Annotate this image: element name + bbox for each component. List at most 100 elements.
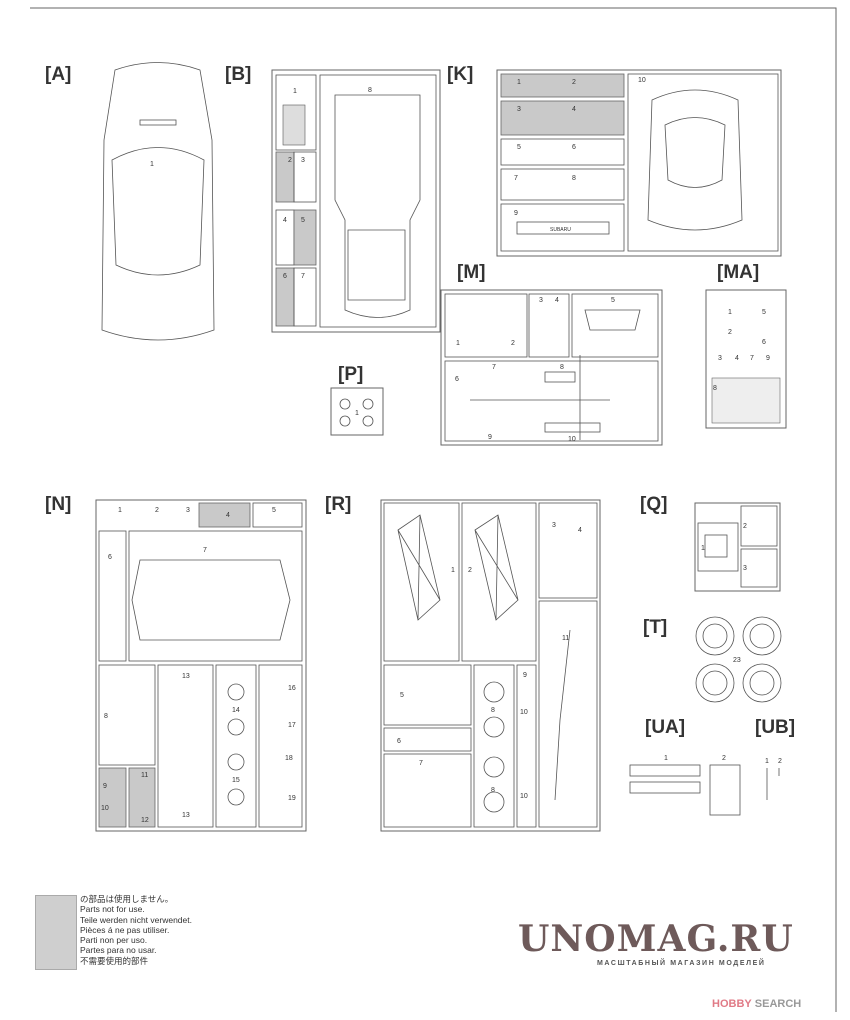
legend-line: Pièces á ne pas utiliser. bbox=[80, 924, 170, 935]
svg-text:7: 7 bbox=[203, 547, 207, 554]
svg-text:11: 11 bbox=[562, 635, 569, 642]
svg-text:18: 18 bbox=[285, 755, 293, 762]
svg-text:2: 2 bbox=[722, 755, 726, 762]
svg-text:7: 7 bbox=[514, 175, 518, 182]
svg-text:1: 1 bbox=[150, 161, 154, 168]
svg-text:2: 2 bbox=[511, 340, 515, 347]
svg-text:1: 1 bbox=[701, 545, 705, 552]
svg-text:10: 10 bbox=[638, 77, 646, 84]
svg-text:1: 1 bbox=[456, 340, 460, 347]
svg-text:1: 1 bbox=[118, 507, 122, 514]
svg-text:5: 5 bbox=[517, 144, 521, 151]
svg-text:9: 9 bbox=[103, 783, 107, 790]
sprue-ma-label: [MA] bbox=[717, 262, 759, 283]
svg-text:12: 12 bbox=[141, 817, 149, 824]
legend-line: 不需要使用的部件 bbox=[80, 955, 149, 966]
sprue-r-label: [R] bbox=[325, 494, 351, 515]
svg-text:19: 19 bbox=[288, 795, 296, 802]
svg-text:4: 4 bbox=[555, 297, 559, 304]
svg-text:6: 6 bbox=[762, 339, 766, 346]
svg-text:4: 4 bbox=[735, 355, 739, 362]
body-shell-part bbox=[101, 62, 215, 341]
legend-line: の部品は使用しません。 bbox=[80, 894, 174, 904]
svg-text:5: 5 bbox=[301, 217, 305, 224]
svg-text:4: 4 bbox=[578, 527, 582, 534]
svg-text:1: 1 bbox=[765, 758, 769, 765]
credit-brand: HOBBY bbox=[712, 998, 752, 1010]
sprue-m bbox=[440, 289, 663, 446]
svg-text:3: 3 bbox=[186, 507, 190, 514]
decal-text: SUBARU bbox=[550, 227, 571, 233]
sprue-ub bbox=[766, 768, 780, 800]
svg-text:8: 8 bbox=[572, 175, 576, 182]
svg-text:3: 3 bbox=[743, 565, 747, 572]
svg-text:16: 16 bbox=[288, 685, 296, 692]
legend-line: Partes para no usar. bbox=[80, 945, 157, 956]
svg-text:1: 1 bbox=[517, 79, 521, 86]
svg-text:2: 2 bbox=[468, 567, 472, 574]
svg-text:17: 17 bbox=[288, 722, 296, 729]
svg-text:2: 2 bbox=[572, 79, 576, 86]
svg-text:3: 3 bbox=[718, 355, 722, 362]
sprue-ub-label: [UB] bbox=[755, 717, 795, 738]
svg-text:6: 6 bbox=[572, 144, 576, 151]
credit-rest: SEARCH bbox=[751, 998, 802, 1010]
svg-text:6: 6 bbox=[108, 554, 112, 561]
sprue-t-label: [T] bbox=[643, 617, 667, 638]
svg-text:7: 7 bbox=[301, 273, 305, 280]
svg-text:1: 1 bbox=[728, 309, 732, 316]
svg-text:2: 2 bbox=[728, 329, 732, 336]
svg-text:8: 8 bbox=[491, 707, 495, 714]
svg-text:1: 1 bbox=[451, 567, 455, 574]
legend-line: Parts not for use. bbox=[80, 904, 145, 915]
svg-text:1: 1 bbox=[664, 755, 668, 762]
svg-text:6: 6 bbox=[283, 273, 287, 280]
svg-text:2: 2 bbox=[288, 157, 292, 164]
legend-line: Teile werden nicht verwendet. bbox=[80, 914, 192, 925]
svg-text:9: 9 bbox=[766, 355, 770, 362]
svg-text:8: 8 bbox=[368, 87, 372, 94]
svg-text:11: 11 bbox=[141, 772, 148, 779]
svg-text:14: 14 bbox=[232, 707, 240, 714]
svg-text:1: 1 bbox=[355, 410, 359, 417]
svg-text:6: 6 bbox=[455, 376, 459, 383]
svg-text:3: 3 bbox=[552, 522, 556, 529]
legend-line: Parti non per uso. bbox=[80, 935, 148, 946]
sprue-ua-label: [UA] bbox=[645, 717, 685, 738]
svg-text:10: 10 bbox=[520, 709, 528, 716]
watermark-title: UNOMAG.RU bbox=[518, 918, 794, 960]
svg-text:7: 7 bbox=[492, 364, 496, 371]
svg-text:13: 13 bbox=[182, 673, 190, 680]
svg-text:2: 2 bbox=[743, 523, 747, 530]
svg-text:8: 8 bbox=[104, 713, 108, 720]
sprue-q-label: [Q] bbox=[640, 494, 667, 515]
sprue-p-label: [P] bbox=[338, 364, 363, 385]
svg-text:5: 5 bbox=[272, 507, 276, 514]
watermark-subtitle: МАСШТАБНЫЙ МАГАЗИН МОДЕЛЕЙ bbox=[597, 960, 766, 967]
sprue-k-label: [K] bbox=[447, 64, 473, 85]
sprue-b bbox=[271, 69, 441, 333]
tires bbox=[695, 616, 782, 703]
svg-text:9: 9 bbox=[488, 434, 492, 441]
svg-text:23: 23 bbox=[733, 657, 741, 664]
svg-text:7: 7 bbox=[750, 355, 754, 362]
svg-text:5: 5 bbox=[762, 309, 766, 316]
page-border bbox=[30, 7, 837, 1012]
sprue-k bbox=[496, 69, 782, 257]
svg-text:1: 1 bbox=[293, 88, 297, 95]
svg-text:8: 8 bbox=[713, 385, 717, 392]
hobby-search-credit: HOBBY SEARCH bbox=[712, 998, 801, 1010]
svg-text:6: 6 bbox=[397, 738, 401, 745]
sprue-b-label: [B] bbox=[225, 64, 251, 85]
sprue-r bbox=[380, 499, 601, 832]
svg-text:5: 5 bbox=[611, 297, 615, 304]
svg-text:15: 15 bbox=[232, 777, 240, 784]
svg-text:4: 4 bbox=[283, 217, 287, 224]
legend: の部品は使用しません。 Parts not for use. Teile wer… bbox=[80, 894, 192, 966]
sprue-n-label: [N] bbox=[45, 494, 71, 515]
sprue-p bbox=[330, 387, 384, 436]
svg-text:10: 10 bbox=[520, 793, 528, 800]
svg-text:2: 2 bbox=[778, 758, 782, 765]
sprue-n bbox=[95, 499, 307, 832]
